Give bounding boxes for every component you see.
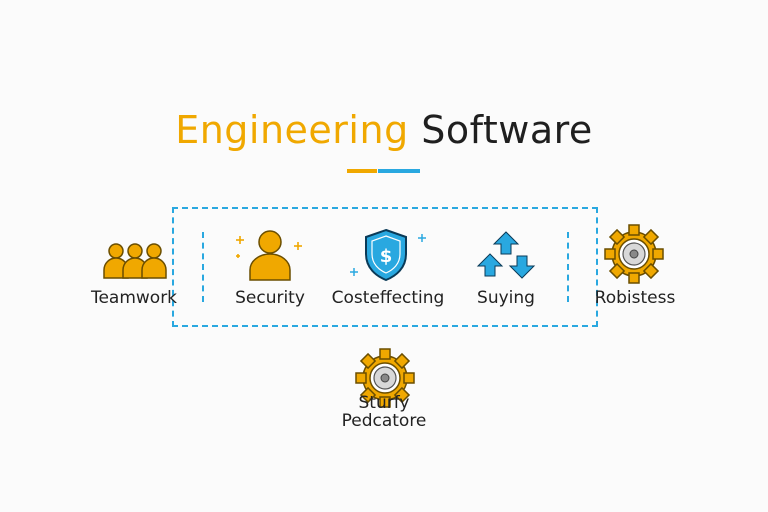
arrows-icon bbox=[476, 231, 536, 279]
item-costeffecting: Costeffecting bbox=[323, 288, 453, 308]
item-security: Security bbox=[220, 288, 320, 308]
dashed-group-frame bbox=[172, 207, 598, 327]
title-underline-blue bbox=[378, 169, 420, 173]
item-label: Suying bbox=[477, 288, 535, 308]
page-title: Engineering Software bbox=[0, 108, 768, 152]
divider-right bbox=[567, 232, 569, 302]
item-label: Robistess bbox=[594, 288, 676, 308]
bottom-label-sturfy: Sturfy bbox=[358, 393, 410, 413]
shield-dollar-icon: $ bbox=[350, 228, 426, 282]
item-label: Security bbox=[235, 288, 305, 308]
item-label: Teamwork bbox=[90, 288, 178, 308]
divider-left bbox=[202, 232, 204, 302]
gear-icon bbox=[604, 224, 664, 284]
title-part-engineering: Engineering bbox=[175, 108, 409, 152]
item-robistess: Robistess bbox=[585, 288, 685, 308]
title-part-software: Software bbox=[421, 108, 593, 152]
bottom-gear-icon bbox=[355, 348, 415, 408]
item-teamwork: Teamwork bbox=[84, 288, 184, 308]
team-icon bbox=[103, 243, 167, 279]
svg-text:$: $ bbox=[380, 246, 393, 267]
user-icon bbox=[236, 230, 302, 281]
title-underline-yellow bbox=[347, 169, 377, 173]
bottom-label-pedcatore: Pedcatore bbox=[341, 411, 427, 431]
item-suying: Suying bbox=[456, 288, 556, 308]
item-label: Costeffecting bbox=[331, 288, 445, 308]
